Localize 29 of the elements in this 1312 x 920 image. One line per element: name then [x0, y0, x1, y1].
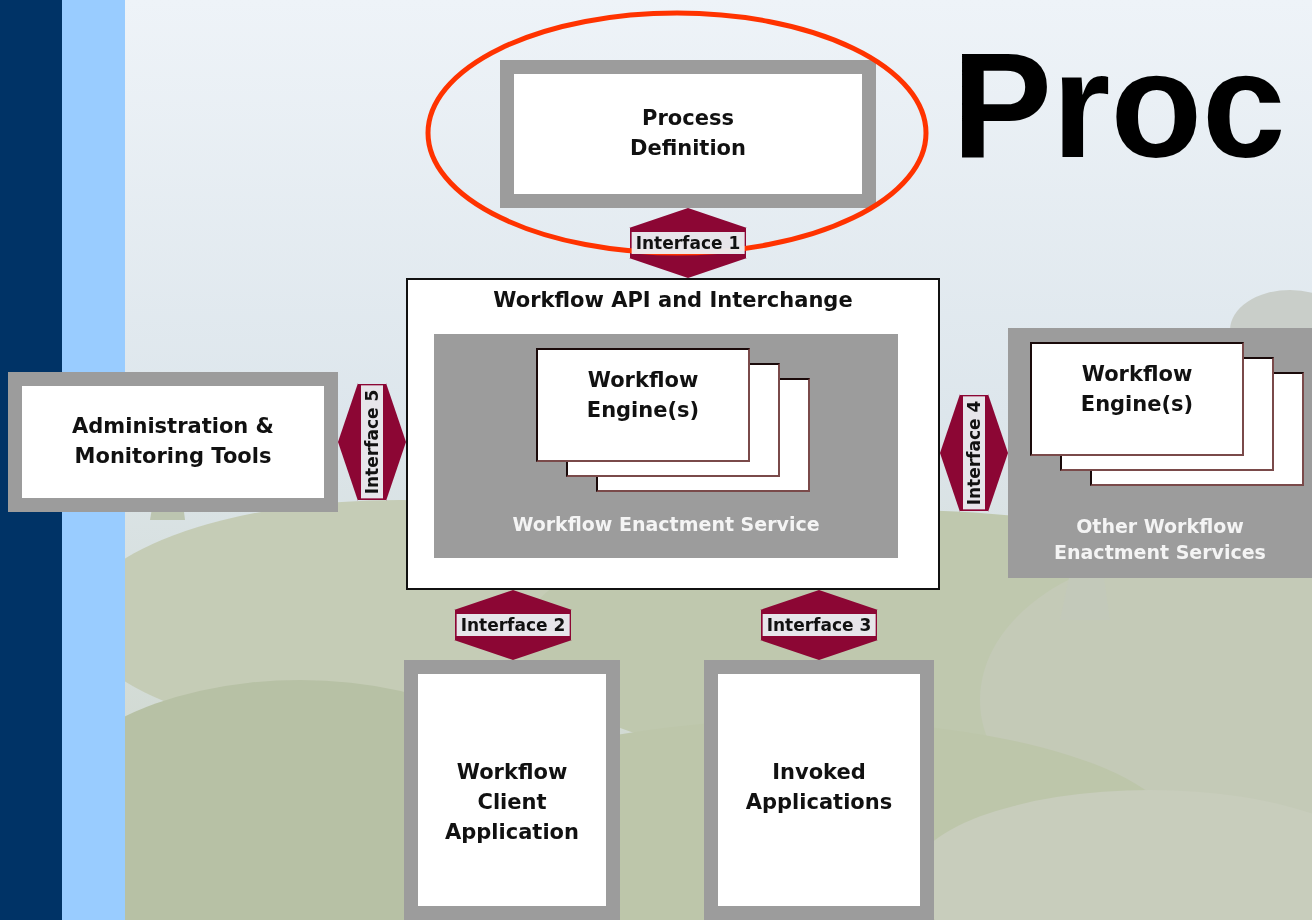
interface-arrow [940, 394, 1008, 512]
process-box [8, 372, 338, 512]
process-box [404, 660, 620, 920]
service-panel [434, 334, 898, 558]
box-heading: Workflow API and Interchange [492, 288, 854, 312]
card-label: Workflow Engine(s) [585, 367, 701, 424]
service-panel [1008, 328, 1312, 578]
stacked-cards [1030, 342, 1304, 486]
edge-label: Interface 4 [963, 396, 985, 510]
edge-label: Interface 1 [631, 232, 745, 254]
interface-arrow [454, 590, 572, 660]
edge-label: Interface 5 [361, 385, 383, 499]
interface-arrow [338, 383, 406, 501]
interface-arrow [629, 208, 747, 278]
interface-arrow [760, 590, 878, 660]
panel-label: Other Workflow Enactment Services [1053, 513, 1267, 566]
slide-title: Proc [952, 30, 1286, 180]
interface-box [406, 278, 940, 590]
box-label: Administration & Monitoring Tools [71, 413, 275, 470]
stacked-cards [536, 348, 810, 492]
box-label: Process Definition [629, 105, 747, 162]
process-box [500, 60, 876, 208]
card-label: Workflow Engine(s) [1079, 361, 1195, 418]
edge-label: Interface 3 [762, 614, 876, 636]
panel-label: Workflow Enactment Service [511, 512, 821, 538]
edge-label: Interface 2 [456, 614, 570, 636]
box-label: Workflow Client Application [444, 759, 580, 846]
box-label: Invoked Applications [744, 759, 894, 816]
process-box [704, 660, 934, 920]
